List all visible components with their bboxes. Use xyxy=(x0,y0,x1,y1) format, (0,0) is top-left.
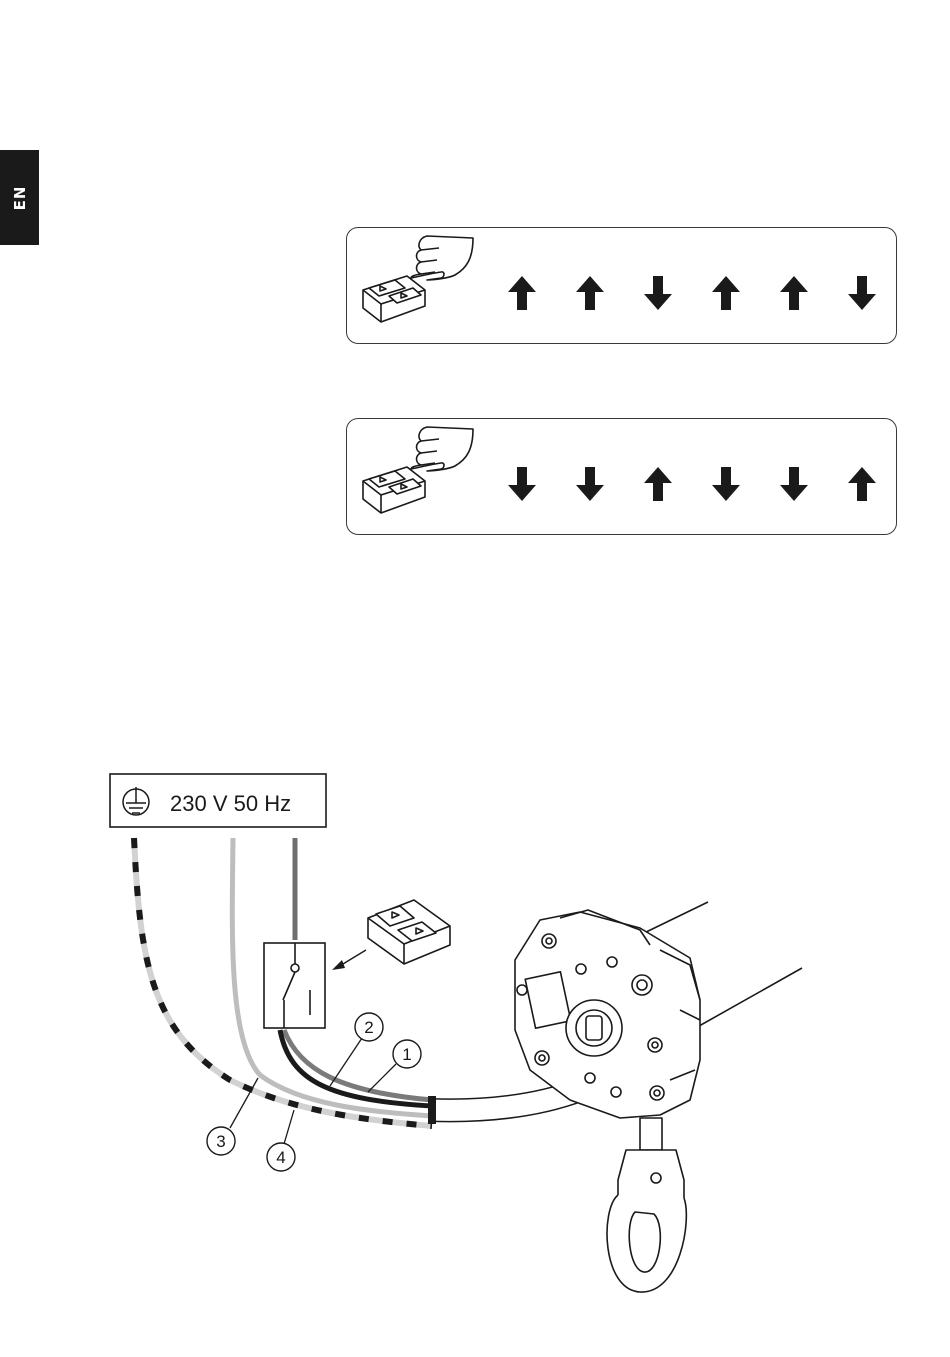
pointer-arrow xyxy=(332,950,366,970)
wiring-diagram: 230 V 50 Hz xyxy=(0,760,950,1357)
callout-2: 2 xyxy=(355,1013,383,1041)
arrow-up-icon xyxy=(712,276,740,310)
up-sequence-panel xyxy=(346,227,897,344)
crank-eye xyxy=(607,1118,686,1292)
arrow-down-icon xyxy=(780,467,808,501)
svg-text:1: 1 xyxy=(402,1045,411,1064)
down-sequence-panel xyxy=(346,418,897,535)
arrow-up-icon xyxy=(848,467,876,501)
arrow-down-icon xyxy=(848,276,876,310)
arrow-down-icon xyxy=(644,276,672,310)
motor-head xyxy=(515,902,802,1118)
svg-text:2: 2 xyxy=(364,1018,373,1037)
language-tab-label: EN xyxy=(11,185,29,210)
remote-press-hand-icon xyxy=(355,419,495,536)
arrow-down-icon xyxy=(712,467,740,501)
arrow-down-icon xyxy=(576,467,604,501)
callout-3: 3 xyxy=(207,1127,235,1155)
power-supply-label: 230 V 50 Hz xyxy=(170,791,291,816)
arrow-up-icon xyxy=(576,276,604,310)
wall-switch xyxy=(264,943,325,1028)
arrow-up-icon xyxy=(508,276,536,310)
callout-1: 1 xyxy=(393,1040,421,1068)
remote-control-icon xyxy=(368,900,450,964)
power-supply-box: 230 V 50 Hz xyxy=(110,774,326,827)
language-tab: EN xyxy=(0,150,39,245)
arrow-down-icon xyxy=(508,467,536,501)
svg-text:3: 3 xyxy=(216,1132,225,1151)
wire-neutral xyxy=(232,838,432,1116)
svg-text:4: 4 xyxy=(276,1148,285,1167)
callout-4: 4 xyxy=(267,1143,295,1171)
arrow-up-icon xyxy=(780,276,808,310)
remote-press-hand-icon xyxy=(355,228,495,345)
arrow-up-icon xyxy=(644,467,672,501)
